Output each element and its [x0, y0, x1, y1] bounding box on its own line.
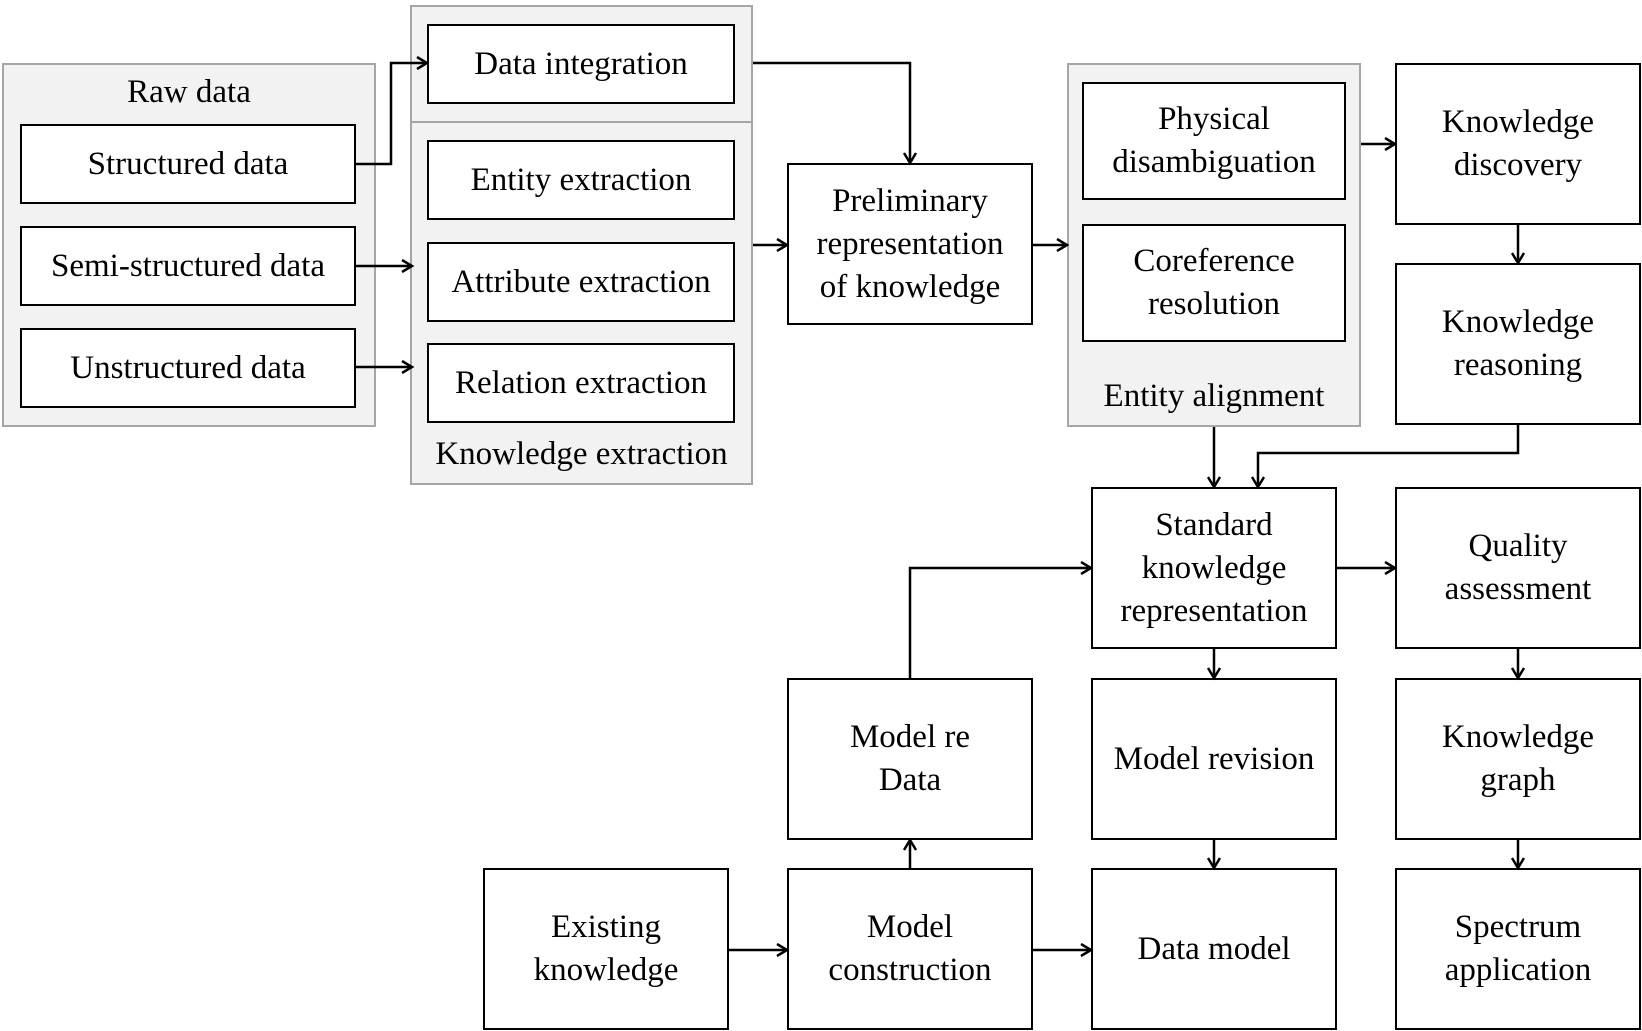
arrow-reasoning-to-standard	[1258, 425, 1520, 487]
semi-structured-data-box: Semi-structured data	[20, 226, 356, 306]
structured-data-box: Structured data	[20, 124, 356, 204]
knowledge-reasoning-box: Knowledge reasoning	[1395, 263, 1641, 425]
data-integration-box: Data integration	[427, 24, 735, 104]
coreference-resolution-box: Coreference resolution	[1082, 224, 1346, 342]
physical-disambiguation-box: Physical disambiguation	[1082, 82, 1346, 200]
relation-extraction-box: Relation extraction	[427, 343, 735, 423]
standard-knowledge-representation-box: Standard knowledge representation	[1091, 487, 1337, 649]
knowledge-graph-box: Knowledge graph	[1395, 678, 1641, 840]
data-model-box: Data model	[1091, 868, 1337, 1030]
spectrum-application-box: Spectrum application	[1395, 868, 1641, 1030]
model-revision-box: Model revision	[1091, 678, 1337, 840]
raw-data-group-label: Raw data	[127, 74, 251, 110]
knowledge-discovery-box: Knowledge discovery	[1395, 63, 1641, 225]
entity-alignment-group-label: Entity alignment	[1103, 378, 1325, 414]
preliminary-representation-box: Preliminary representation of knowledge	[787, 163, 1033, 325]
attribute-extraction-box: Attribute extraction	[427, 242, 735, 322]
model-re-data-box: Model re Data	[787, 678, 1033, 840]
knowledge-extraction-group-label: Knowledge extraction	[435, 436, 728, 472]
quality-assessment-box: Quality assessment	[1395, 487, 1641, 649]
model-construction-box: Model construction	[787, 868, 1033, 1030]
arrow-model-re-data-to-standard	[908, 568, 1091, 678]
entity-extraction-box: Entity extraction	[427, 140, 735, 220]
unstructured-data-box: Unstructured data	[20, 328, 356, 408]
existing-knowledge-box: Existing knowledge	[483, 868, 729, 1030]
arrow-integration-to-preliminary	[753, 61, 910, 163]
